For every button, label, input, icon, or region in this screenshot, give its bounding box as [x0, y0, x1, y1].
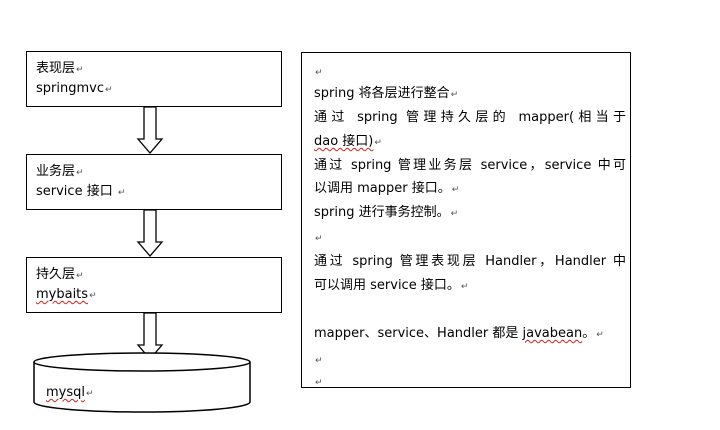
note-line: 通过 spring 管理业务层 service，service 中可 — [314, 158, 626, 173]
note-line: mapper、service、Handler 都是 javabean。↵ — [314, 326, 604, 341]
persistence-layer-tech: mybaits↵ — [36, 287, 97, 302]
note-line: ↵ — [315, 378, 323, 388]
presentation-layer-title: 表现层↵ — [36, 61, 84, 76]
presentation-layer-tech: springmvc↵ — [36, 81, 113, 96]
note-line: 可以调用 service 接口。↵ — [314, 278, 469, 293]
note-line: spring 将各层进行整合↵ — [314, 86, 459, 101]
database-label: mysql↵ — [46, 385, 94, 400]
note-line: dao 接口)↵ — [314, 134, 382, 149]
business-layer-box: 业务层↵ service 接口 ↵ — [26, 154, 282, 210]
note-line: 以调用 mapper 接口。↵ — [314, 181, 460, 196]
note-line: ↵ — [315, 356, 323, 366]
database-cylinder-icon — [33, 352, 251, 413]
arrow-down-icon — [136, 106, 164, 154]
note-line: 通过 spring 管理表现层 Handler，Handler 中 — [314, 254, 626, 269]
arrow-down-icon — [136, 209, 164, 257]
notes-text-box: ↵ spring 将各层进行整合↵ 通过 spring 管理持久层的 mappe… — [301, 52, 631, 388]
presentation-layer-box: 表现层↵ springmvc↵ — [26, 51, 282, 107]
note-line: spring 进行事务控制。↵ — [314, 205, 459, 220]
business-layer-title: 业务层↵ — [36, 164, 84, 179]
arrow-down-icon — [136, 312, 164, 360]
note-line: 通过 spring 管理持久层的 mapper(相当于 — [314, 110, 626, 125]
business-layer-tech: service 接口 ↵ — [36, 184, 126, 199]
note-line: ↵ — [315, 68, 323, 78]
note-line: ↵ — [315, 234, 323, 244]
persistence-layer-title: 持久层↵ — [36, 267, 84, 282]
persistence-layer-box: 持久层↵ mybaits↵ — [26, 257, 282, 313]
spellcheck-word: javabean — [522, 326, 583, 341]
